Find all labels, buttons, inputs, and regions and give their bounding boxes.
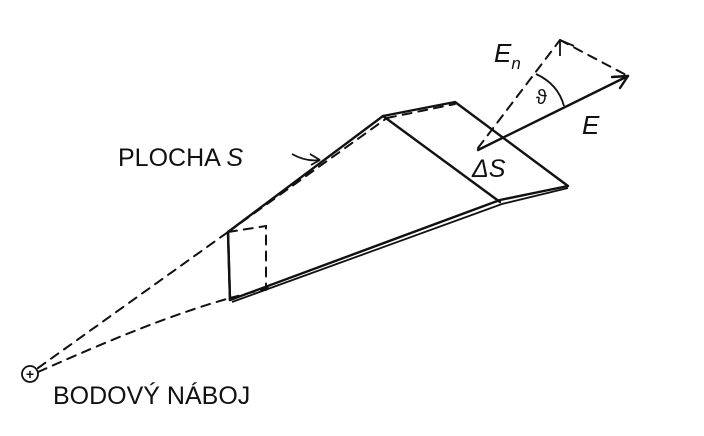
surface-bottom-thickness [231,187,569,303]
area-element-edge [381,114,502,204]
charge-circle [21,365,39,383]
normal-component-line [477,39,561,149]
projection-line [559,39,629,77]
angle-label: ϑ [536,87,547,109]
hidden-side-edge [227,224,267,291]
field-vector-arrowhead [610,74,630,90]
charge-sign: + [26,366,34,382]
surface-label-leader-arrowhead [309,153,321,166]
ray-to-bottom-left [37,297,231,373]
normal-component-arrowhead [559,39,575,56]
angle-arc [535,73,565,107]
normal-field-label: En [494,38,521,73]
surface-label: PLOCHA S [118,144,243,172]
field-label: E [582,110,600,140]
hidden-top-edge [386,103,456,119]
area-element-label: ΔS [471,155,506,183]
point-charge: + [21,365,39,383]
field-vector [476,74,630,152]
field-vector-line [476,74,630,152]
surface-front-edge [226,230,232,302]
ray-to-top-left [37,231,229,369]
charge-label: BODOVÝ NÁBOJ [53,381,250,410]
surface-label-leader [291,153,321,162]
